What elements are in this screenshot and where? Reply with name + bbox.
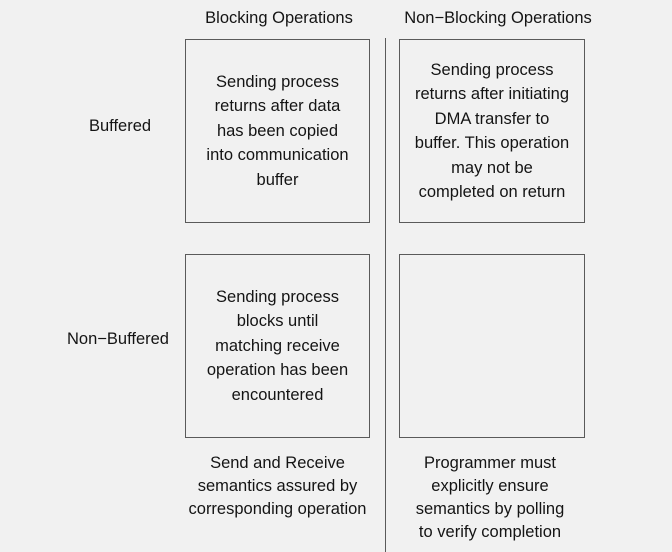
cell-non-buffered-blocking-text: Sending process blocks until matching re… <box>206 287 349 404</box>
column-header-non-blocking: Non−Blocking Operations <box>404 9 592 27</box>
column-divider <box>385 38 387 552</box>
cell-buffered-non-blocking-text: Sending process returns after initiating… <box>414 60 570 202</box>
column-header-blocking: Blocking Operations <box>205 9 353 27</box>
row-label-non-buffered: Non−Buffered <box>67 330 169 348</box>
footer-non-blocking: Programmer must explicitly ensure semant… <box>415 454 565 541</box>
cell-buffered-blocking: Sending process returns after data has b… <box>185 39 370 223</box>
cell-buffered-non-blocking: Sending process returns after initiating… <box>399 39 585 223</box>
footer-blocking: Send and Receive semantics assured by co… <box>188 454 367 518</box>
cell-non-buffered-blocking: Sending process blocks until matching re… <box>185 254 370 438</box>
cell-buffered-blocking-text: Sending process returns after data has b… <box>206 72 349 189</box>
row-label-buffered: Buffered <box>89 117 152 135</box>
cell-non-buffered-non-blocking <box>399 254 585 438</box>
